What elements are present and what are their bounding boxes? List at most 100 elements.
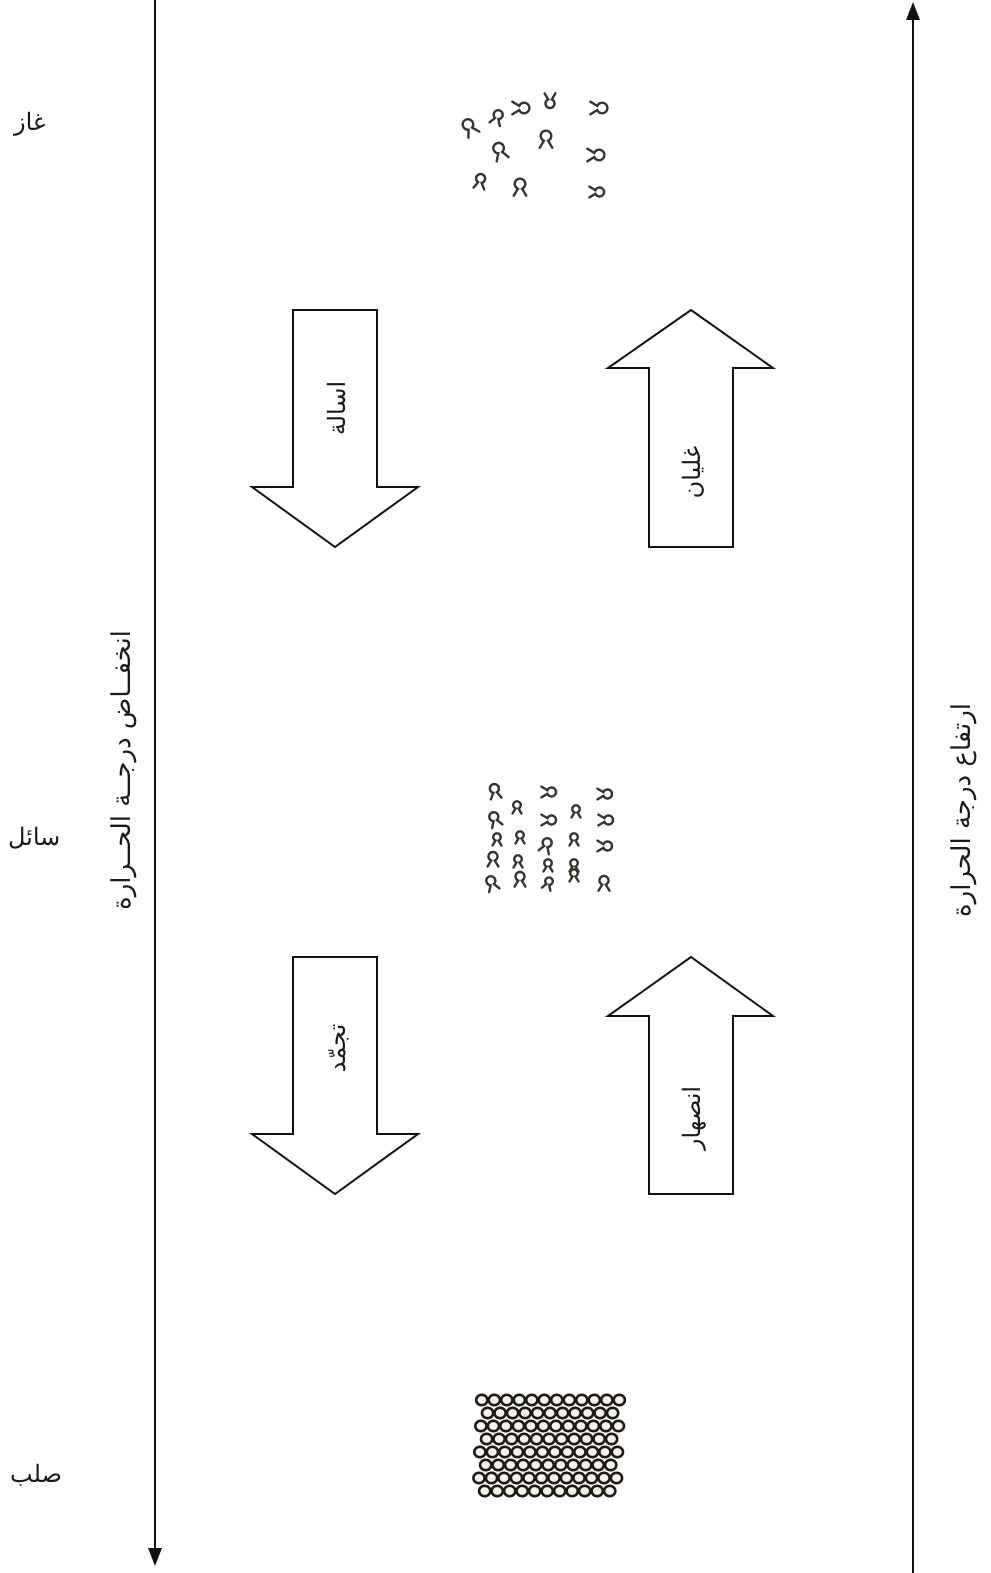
gas-particles — [461, 92, 609, 199]
solid-cell — [472, 1445, 487, 1459]
molecule — [570, 804, 582, 819]
solid-cell — [512, 1393, 527, 1407]
solid-cell — [602, 1484, 617, 1498]
boiling-arrow — [604, 308, 777, 548]
molecule — [485, 875, 501, 894]
solid-cell — [485, 1445, 500, 1459]
solid-cell — [605, 1406, 620, 1420]
solid-cell — [592, 1432, 606, 1446]
solid-cell — [484, 1471, 499, 1485]
solid-cell — [515, 1484, 530, 1498]
solid-cell — [547, 1471, 561, 1485]
solid-cell — [579, 1432, 594, 1446]
solid-cell — [609, 1471, 624, 1485]
solid-cell — [598, 1445, 612, 1459]
melting-label: انصهار — [678, 1085, 706, 1151]
freezing-label: تجمّد — [323, 1023, 351, 1073]
cooling-axis-label: انخفــاض درجــة الحــرارة — [107, 630, 137, 910]
solid-cell — [536, 1419, 551, 1433]
solid-cell — [474, 1393, 489, 1407]
solid-cell — [490, 1484, 505, 1498]
solid-cell — [498, 1419, 513, 1433]
boiling-label: غليان — [678, 445, 706, 499]
solid-cell — [580, 1406, 595, 1420]
solid-cell — [529, 1432, 544, 1446]
solid-cell — [472, 1471, 486, 1485]
solid-cell — [479, 1432, 494, 1446]
solid-cell — [504, 1432, 519, 1446]
solid-cell — [584, 1471, 599, 1485]
solid-cell — [478, 1458, 493, 1472]
solid-cell — [517, 1432, 531, 1446]
solid-cell — [559, 1471, 574, 1485]
solid-cell — [503, 1458, 518, 1472]
solid-cell — [541, 1458, 556, 1472]
solid-cell — [554, 1432, 569, 1446]
solid-cell — [480, 1406, 495, 1420]
solid-cell — [574, 1393, 589, 1407]
freezing-arrow — [248, 956, 422, 1196]
molecule — [491, 832, 503, 847]
solid-cell — [477, 1484, 492, 1498]
condensation-arrow — [248, 309, 422, 549]
heating-axis-label: ارتفاع درجة الحرارة — [947, 703, 977, 917]
solid-cell — [473, 1419, 488, 1433]
solid-cell — [567, 1432, 581, 1446]
molecule — [543, 92, 557, 110]
molecule — [568, 832, 580, 847]
solid-cell — [549, 1419, 563, 1433]
molecule — [538, 129, 554, 149]
gas-label: غاز — [14, 108, 46, 136]
solid-cell — [604, 1432, 619, 1446]
solid-cell — [542, 1432, 556, 1446]
molecule — [542, 858, 554, 873]
molecule — [540, 813, 558, 827]
solid-cell — [486, 1419, 501, 1433]
solid-cell — [516, 1458, 531, 1472]
solid-cell — [555, 1406, 570, 1420]
solid-cell — [543, 1406, 557, 1420]
solid-cell — [518, 1406, 532, 1420]
molecule — [596, 787, 614, 801]
solid-cell — [577, 1484, 592, 1498]
solid-cell — [499, 1393, 514, 1407]
solid-cell — [511, 1419, 526, 1433]
solid-cell — [549, 1393, 564, 1407]
molecule — [461, 118, 481, 140]
solid-cell — [540, 1484, 555, 1498]
molecule — [588, 185, 606, 199]
molecule — [488, 109, 504, 128]
molecule — [511, 800, 523, 815]
solid-cell — [590, 1484, 605, 1498]
molecule — [488, 782, 503, 801]
solid-cell — [587, 1393, 602, 1407]
solid-cell — [524, 1393, 539, 1407]
solid-cell — [491, 1458, 506, 1472]
molecule — [540, 876, 554, 892]
liquid-label: سائل — [8, 823, 61, 851]
solid-cell — [566, 1458, 581, 1472]
solid-cell — [573, 1445, 587, 1459]
solid-cell — [572, 1471, 586, 1485]
solid-cell — [492, 1432, 506, 1446]
molecule — [596, 839, 614, 853]
solid-cell — [502, 1484, 517, 1498]
solid-cell — [611, 1419, 626, 1433]
solid-cell — [530, 1406, 545, 1420]
cooling-axis-arrowhead — [148, 1548, 162, 1566]
solid-cell — [535, 1445, 550, 1459]
molecule — [486, 850, 500, 868]
solid-cell — [560, 1445, 575, 1459]
solid-cell — [597, 1471, 611, 1485]
solid-cell — [593, 1406, 607, 1420]
solid-cell — [553, 1458, 568, 1472]
solid-cell — [524, 1419, 538, 1433]
solid-cell — [603, 1458, 618, 1472]
solid-cell — [527, 1484, 542, 1498]
solid-cell — [586, 1419, 601, 1433]
solid-cell — [585, 1445, 600, 1459]
molecule — [512, 854, 524, 869]
melting-arrow — [604, 955, 777, 1195]
solid-cell — [599, 1393, 614, 1407]
